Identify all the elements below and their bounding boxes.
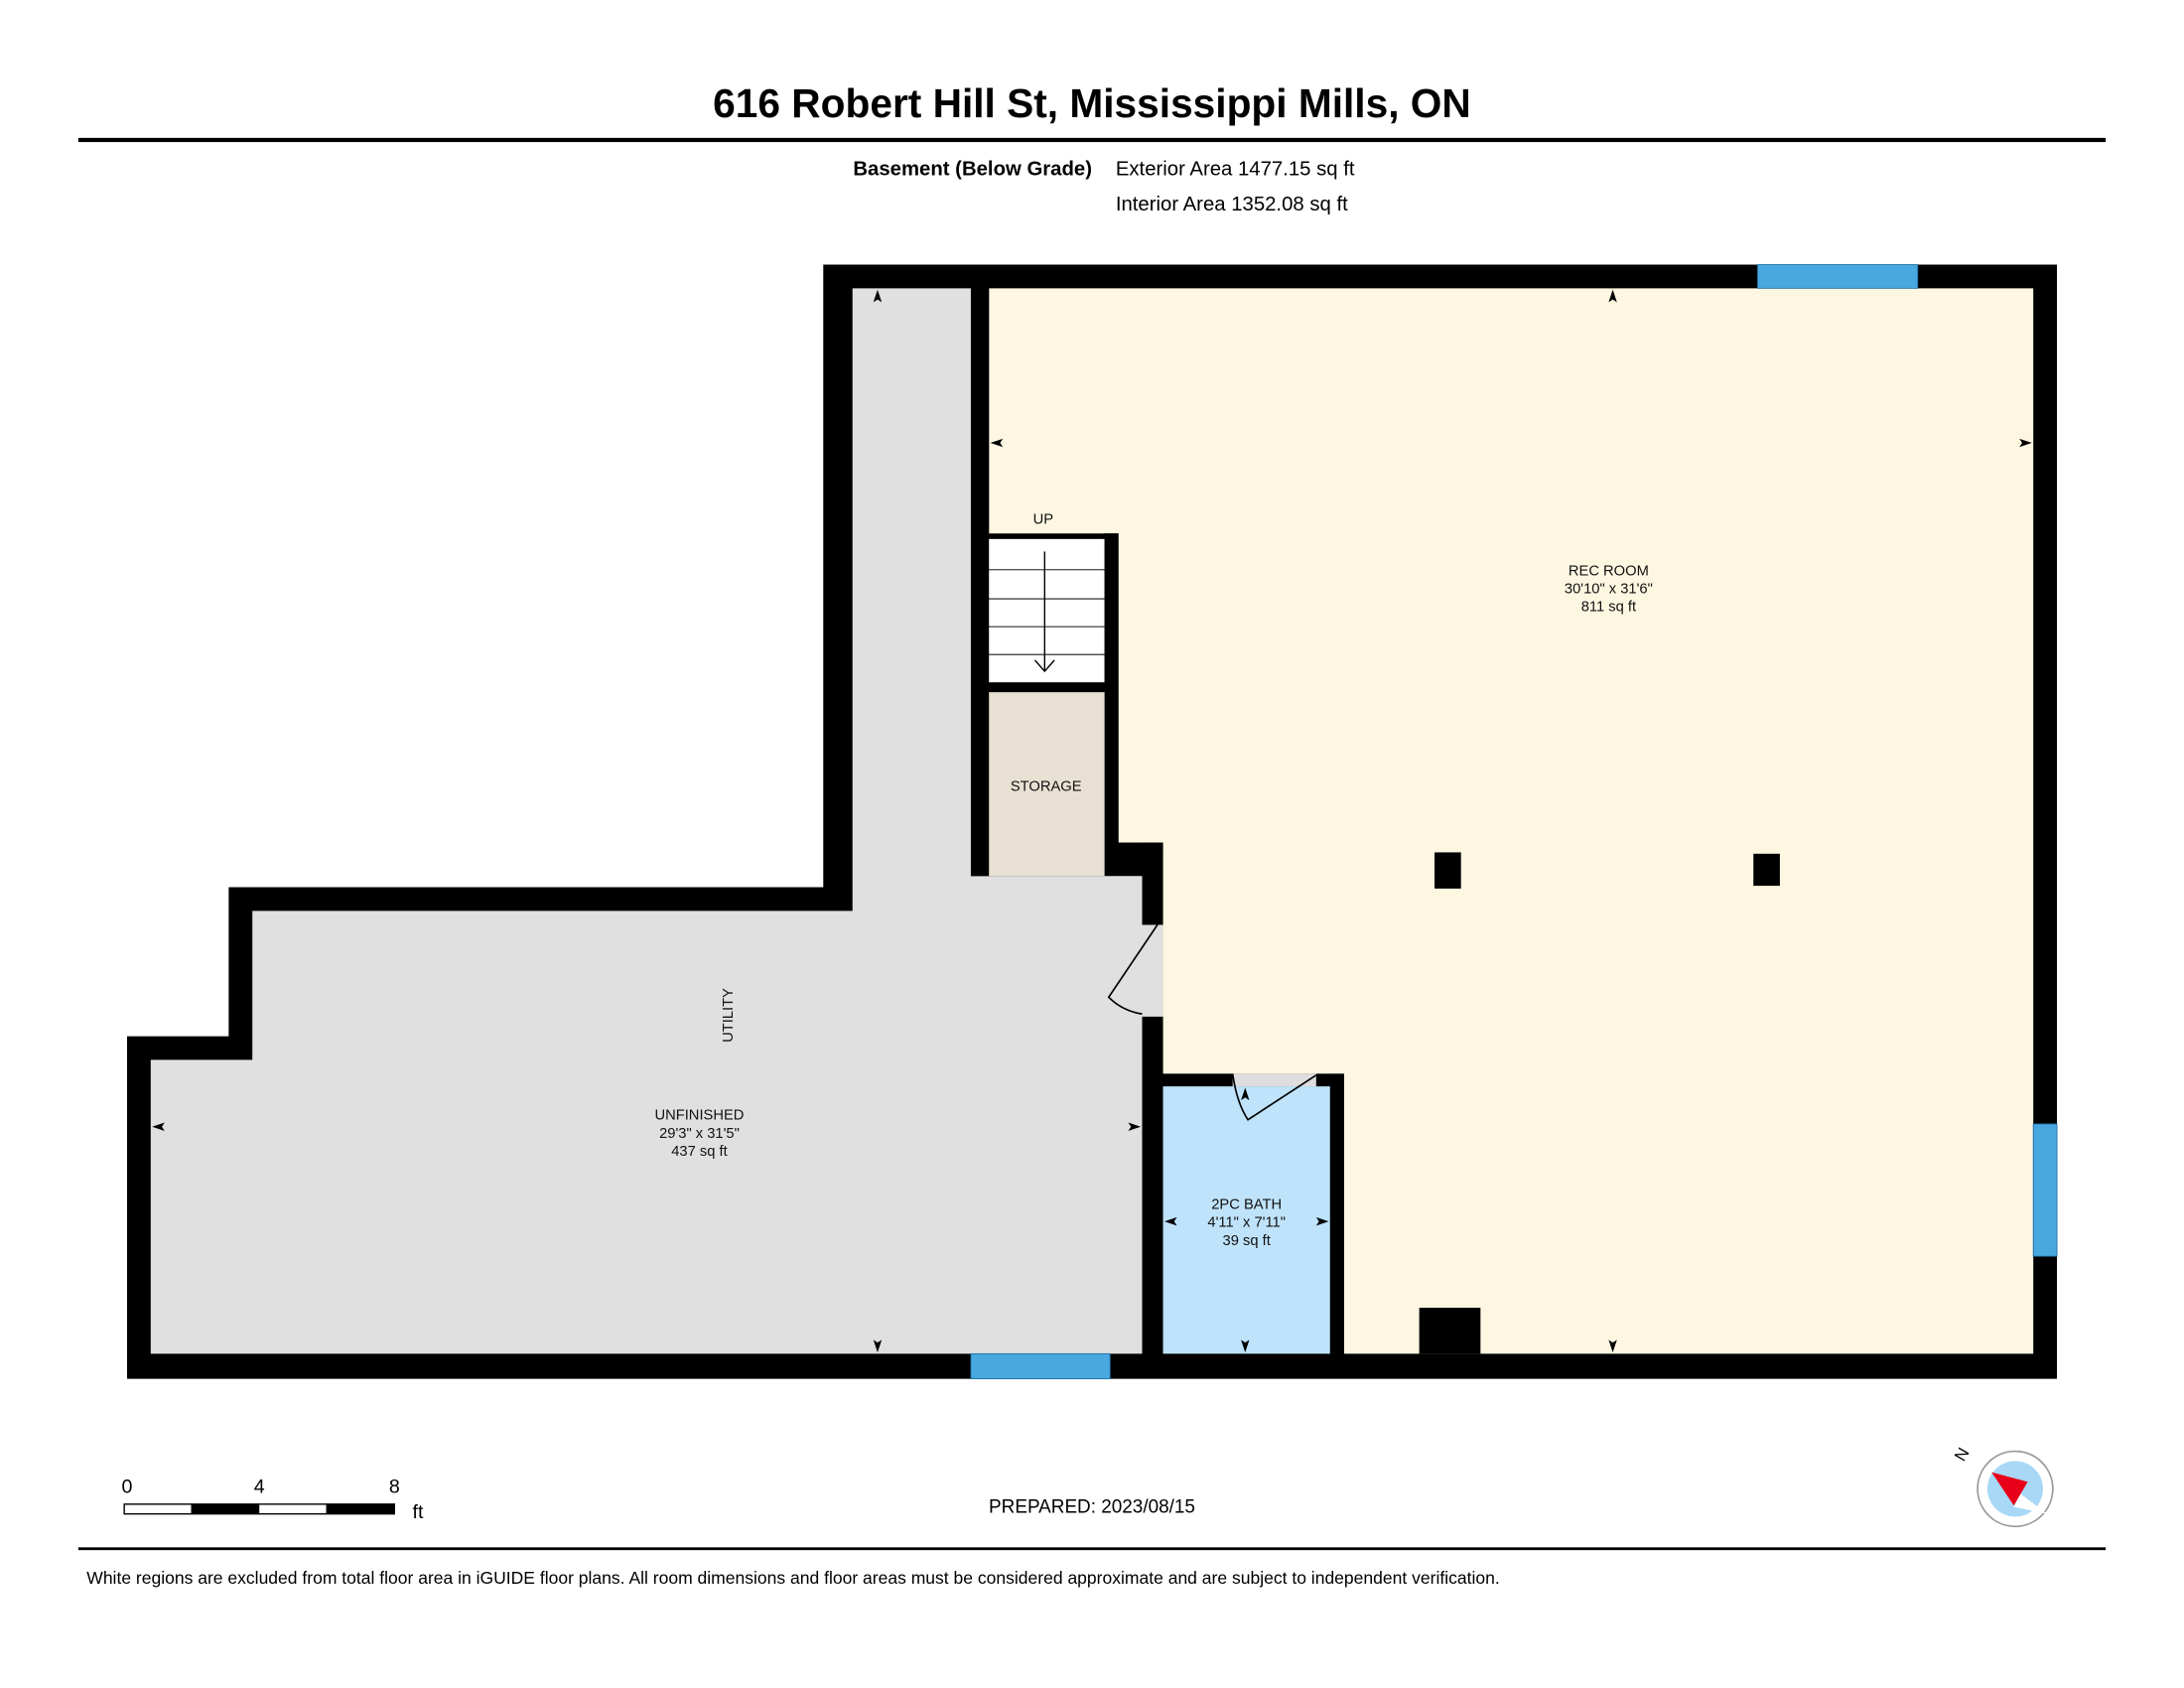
room-unfinished[interactable] — [150, 288, 1143, 1354]
column — [1434, 852, 1461, 889]
svg-text:N: N — [1951, 1445, 1974, 1465]
prepared-date: PREPARED: 2023/08/15 — [989, 1496, 1195, 1517]
floor-plan: UP REC ROOM 30'10" x 31'6" 811 sq ft STO… — [126, 264, 2058, 1380]
window — [970, 1352, 1111, 1380]
rec-room-dims: 30'10" x 31'6" — [1565, 582, 1653, 598]
room-storage[interactable] — [989, 692, 1105, 877]
svg-text:4: 4 — [254, 1477, 265, 1498]
bath-door-swing — [1231, 1073, 1317, 1121]
unfinished-dims: 29'3" x 31'5" — [659, 1126, 740, 1142]
door-opening — [1142, 924, 1163, 1017]
windows — [970, 264, 2058, 1380]
header-divider — [77, 137, 2107, 143]
dimension-arrows — [152, 289, 2032, 1352]
door-swing — [1107, 923, 1159, 1015]
column — [1753, 853, 1780, 887]
stairs-label: UP — [1033, 511, 1054, 527]
stairs[interactable] — [986, 538, 1105, 683]
rec-room-area: 811 sq ft — [1581, 600, 1636, 616]
scale-bar: 0 4 8 ft — [122, 1477, 424, 1523]
bath-dims: 4'11" x 7'11" — [1207, 1215, 1286, 1231]
svg-text:0: 0 — [122, 1477, 133, 1498]
page-title: 616 Robert Hill St, Mississippi Mills, O… — [713, 80, 1471, 126]
rec-room-name: REC ROOM — [1569, 563, 1649, 579]
storage-name: STORAGE — [1011, 779, 1082, 795]
unfinished-area: 437 sq ft — [671, 1144, 727, 1160]
unfinished-name: UNFINISHED — [654, 1108, 744, 1124]
column — [1419, 1308, 1481, 1354]
bath-name: 2PC BATH — [1211, 1196, 1282, 1212]
floor-name: Basement (Below Grade) — [853, 159, 1092, 181]
window — [2032, 1123, 2058, 1257]
compass-icon: N — [1951, 1445, 2054, 1528]
interior-area: Interior Area 1352.08 sq ft — [1116, 194, 1348, 215]
room-rec-room[interactable] — [989, 288, 2034, 1354]
svg-text:ft: ft — [413, 1501, 424, 1523]
bath-area: 39 sq ft — [1223, 1233, 1271, 1249]
utility-name: UTILITY — [721, 988, 737, 1043]
room-bath[interactable] — [1162, 1086, 1330, 1354]
svg-text:8: 8 — [389, 1477, 400, 1498]
footer-divider — [77, 1547, 2107, 1551]
exterior-area: Exterior Area 1477.15 sq ft — [1116, 159, 1355, 181]
footer-disclaimer: White regions are excluded from total fl… — [86, 1568, 1499, 1588]
window — [1757, 264, 1919, 289]
